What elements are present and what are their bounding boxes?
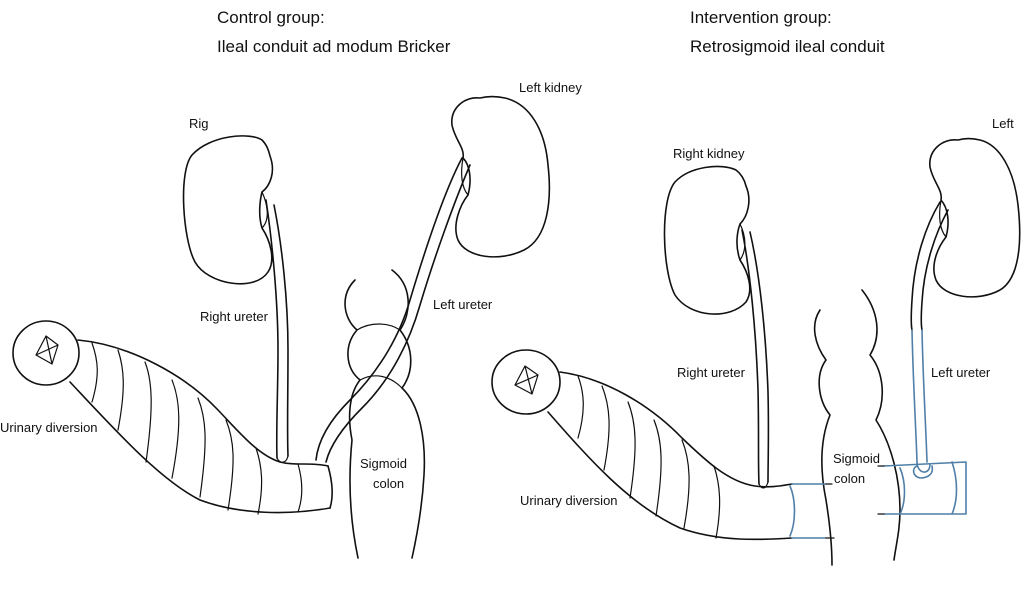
intervention-title-line1: Intervention group: (690, 8, 832, 27)
control-right-ureter (265, 199, 279, 459)
intervention-urinary-diversion-label: Urinary diversion (520, 493, 618, 508)
control-sigmoid-fold-1 (356, 323, 401, 331)
intervention-conduit-upper-wall (559, 371, 793, 488)
intervention-sigmoid-colon-right-wall (861, 289, 901, 561)
control-group-drawing (12, 95, 551, 559)
intervention-left-kidney (929, 137, 1021, 298)
intervention-right-kidney (663, 165, 751, 315)
control-right-ureter-inner (273, 204, 289, 457)
intervention-ileal-conduit (491, 349, 967, 541)
control-sigmoid-fold-2 (359, 375, 403, 389)
intervention-left-ureter-inner (920, 209, 949, 331)
control-title-line2: Ileal conduit ad modum Bricker (217, 37, 451, 56)
intervention-sigmoid-colon-left-wall (813, 309, 833, 566)
control-conduit-end (327, 465, 333, 509)
control-stoma (12, 320, 80, 386)
control-left-ureter-label: Left ureter (433, 297, 493, 312)
control-conduit-lower-wall (69, 381, 331, 514)
control-urinary-diversion-label: Urinary diversion (0, 420, 98, 435)
intervention-title-line2: Retrosigmoid ileal conduit (690, 37, 885, 56)
control-sigmoid-label: Sigmoid (360, 456, 407, 471)
intervention-colon-label: colon (834, 471, 866, 486)
control-sigmoid-colon-right-wall (391, 269, 426, 559)
control-left-kidney-hilum (461, 157, 469, 196)
control-conduit-upper-wall (77, 339, 329, 467)
control-conduit-segment-lines (91, 342, 303, 515)
control-title-line1: Control group: (217, 8, 325, 27)
intervention-right-kidney-label: Right kidney (673, 146, 745, 161)
intervention-left-ureter-label: Left ureter (931, 365, 991, 380)
control-ileal-conduit (12, 320, 333, 515)
control-left-kidney-label: Left kidney (519, 80, 582, 95)
control-left-kidney (451, 95, 551, 258)
intervention-group-drawing (491, 137, 1021, 566)
intervention-right-ureter-end (758, 481, 769, 489)
control-right-kidney (182, 135, 274, 285)
intervention-right-ureter (741, 229, 760, 485)
control-stoma-opening (35, 335, 59, 365)
control-right-kidney-label: Rig (189, 116, 209, 131)
intervention-right-ureter-inner (749, 231, 770, 483)
intervention-left-kidney-label: Left (992, 116, 1014, 131)
control-sigmoid-colon-left-wall (344, 279, 361, 559)
intervention-conduit-lower-wall (547, 411, 793, 541)
intervention-sigmoid-label: Sigmoid (833, 451, 880, 466)
intervention-conduit-retrosigmoid (789, 461, 967, 539)
intervention-left-ureter (910, 201, 941, 331)
intervention-conduit-behind-colon (825, 465, 885, 539)
intervention-stoma (491, 349, 561, 415)
intervention-conduit-segment-lines (577, 375, 721, 539)
intervention-left-kidney-hilum (939, 199, 947, 238)
control-left-ureter (315, 157, 463, 461)
intervention-left-ureter-retrosigmoid (911, 329, 928, 463)
control-left-ureter-inner (325, 164, 471, 463)
control-right-ureter-label: Right ureter (200, 309, 268, 324)
control-colon-label: colon (373, 476, 405, 491)
intervention-right-ureter-label: Right ureter (677, 365, 745, 380)
control-right-kidney-hilum (261, 191, 268, 229)
intervention-stoma-opening (514, 365, 539, 395)
